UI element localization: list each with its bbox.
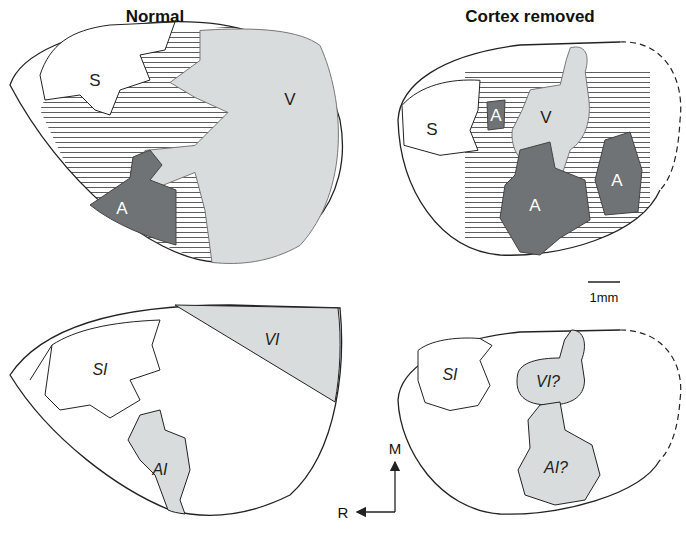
area-outline [90, 150, 176, 245]
area-label: S [426, 121, 437, 138]
area-label: S [89, 72, 100, 89]
cortical-area: AI? [518, 402, 600, 505]
cortical-area: SI [45, 320, 160, 418]
axis-arrow [394, 462, 395, 512]
area-outline [418, 338, 492, 411]
area-shape [518, 402, 600, 505]
area-label: A [116, 200, 127, 217]
cortical-area: SI [418, 338, 492, 411]
area-label: A [611, 172, 622, 189]
area-outline [402, 80, 480, 155]
removed-edge [620, 330, 681, 460]
cortical-area: VI [175, 305, 340, 402]
cortical-area: S [402, 80, 480, 155]
scale-label: 1mm [590, 291, 619, 304]
area-outline [487, 100, 505, 130]
cortical-area: A [487, 100, 505, 130]
area-shape [175, 305, 340, 402]
axis-label: M [389, 441, 402, 456]
area-outline [40, 22, 175, 115]
cortical-area: A [500, 142, 590, 255]
cortex-outline [10, 22, 342, 263]
area-outline [517, 330, 585, 405]
cortical-area: A [595, 132, 642, 215]
cortical-area: AI [128, 410, 190, 514]
column-heading: Cortex removed [465, 8, 594, 25]
axis-arrow [357, 511, 395, 512]
cortex-outline [398, 42, 660, 255]
area-label: AI [152, 462, 167, 478]
area-label: AI? [544, 460, 568, 476]
area-outline [518, 402, 600, 505]
area-shape [40, 22, 175, 115]
area-shape [500, 142, 590, 255]
axis-label: R [338, 505, 349, 520]
area-label: V [540, 109, 551, 126]
area-label: VI? [536, 374, 560, 390]
area-outline [128, 410, 190, 514]
area-outline [500, 142, 590, 255]
area-shape [517, 330, 585, 405]
cortical-area: A [90, 150, 176, 245]
area-label: A [490, 107, 501, 124]
area-label: VI [264, 332, 279, 348]
cortex-outline [10, 305, 342, 515]
area-label: SI [442, 367, 457, 383]
area-shape [402, 80, 480, 155]
area-outline [175, 305, 340, 402]
area-label: SI [92, 362, 107, 378]
scale-bar [588, 281, 620, 283]
area-label: A [529, 197, 540, 214]
cortical-area: VI? [517, 330, 585, 405]
cortex-outline [398, 330, 660, 514]
cortical-area: S [40, 22, 175, 115]
area-outline [595, 132, 642, 215]
area-outline [45, 320, 160, 418]
column-heading: Normal [126, 8, 185, 25]
area-shape [90, 150, 176, 245]
area-label: V [284, 91, 295, 108]
